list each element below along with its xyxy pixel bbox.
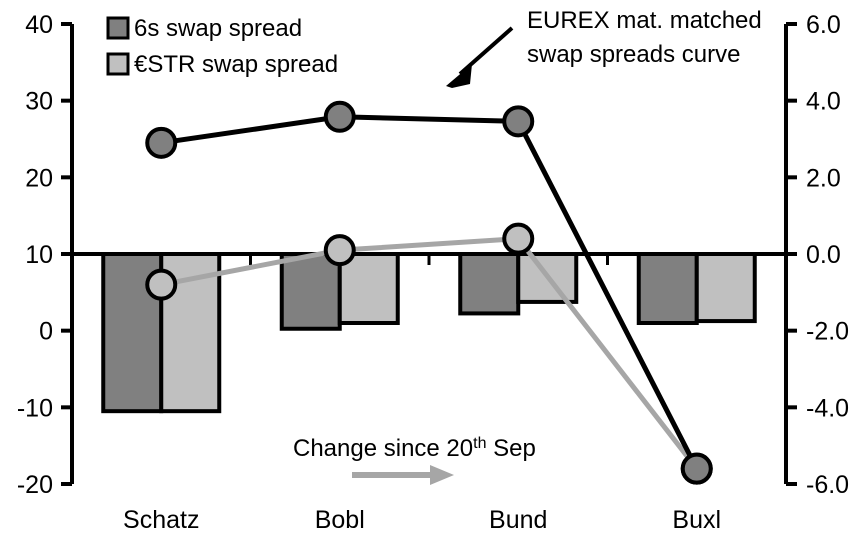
legend-label: 6s swap spread	[134, 15, 302, 42]
eurex-annotation-arrow-head	[446, 64, 472, 88]
legend-label: €STR swap spread	[134, 51, 338, 78]
lines-layer	[145, 100, 713, 485]
category-label-buxl: Buxl	[672, 506, 721, 534]
left-axis-tick-label: 40	[25, 11, 53, 39]
change-since-arrow-head	[430, 465, 454, 485]
change-since-text-superscript: th	[473, 435, 486, 452]
bar	[694, 252, 757, 324]
series-marker	[145, 268, 178, 301]
chart-legend: 6s swap spread €STR swap spread	[106, 15, 338, 78]
change-since-text-suffix: Sep	[486, 435, 535, 462]
right-axis-tick-label: 4.0	[806, 88, 841, 116]
bar	[337, 252, 400, 325]
legend-swatch	[106, 16, 130, 40]
right-axis-tick-label: -2.0	[806, 318, 849, 346]
change-since-annotation-text: Change since 20th Sep	[293, 435, 536, 462]
series-marker	[323, 100, 356, 133]
left-axis-tick-label: -10	[17, 394, 53, 422]
left-axis-tick-label: 0	[39, 318, 53, 346]
bar	[279, 252, 342, 331]
right-axis-tick-label: -6.0	[806, 471, 849, 499]
series-marker	[502, 105, 535, 138]
series-marker	[502, 222, 535, 255]
category-label-bobl: Bobl	[315, 506, 365, 534]
series-marker	[145, 126, 178, 159]
bar	[636, 252, 699, 325]
right-axis-tick-label: 2.0	[806, 164, 841, 192]
eurex-annotation-line2: swap spreads curve	[527, 41, 740, 68]
series-line	[160, 236, 699, 471]
eurex-annotation-arrow-shaft	[458, 26, 514, 76]
left-axis: 40 30 20 10 0 -10 -20	[17, 11, 74, 499]
eurex-annotation-line1: EUREX mat. matched	[527, 7, 762, 34]
left-axis-tick-label: 30	[25, 88, 53, 116]
left-axis-tick-label: 20	[25, 164, 53, 192]
category-label-bund: Bund	[489, 506, 547, 534]
right-axis: 6.0 4.0 2.0 0.0 -2.0 -4.0 -6.0	[784, 11, 849, 499]
series-marker	[323, 234, 356, 267]
right-axis-tick-label: -4.0	[806, 394, 849, 422]
legend-swatch	[106, 52, 130, 76]
change-since-text-main: Change since 20	[293, 435, 473, 462]
right-axis-tick-label: 0.0	[806, 241, 841, 269]
chart-annotations: EUREX mat. matched swap spreads curveChan…	[293, 7, 762, 485]
series-marker	[680, 452, 713, 485]
series-line	[160, 114, 699, 470]
category-labels: Schatz Bobl Bund Buxl	[123, 506, 721, 534]
bar	[101, 252, 164, 414]
left-axis-tick-label: 10	[25, 241, 53, 269]
bars-layer	[101, 252, 757, 414]
right-axis-tick-label: 6.0	[806, 11, 841, 39]
bar	[458, 252, 521, 316]
left-axis-tick-label: -20	[17, 471, 53, 499]
category-label-schatz: Schatz	[123, 506, 199, 534]
